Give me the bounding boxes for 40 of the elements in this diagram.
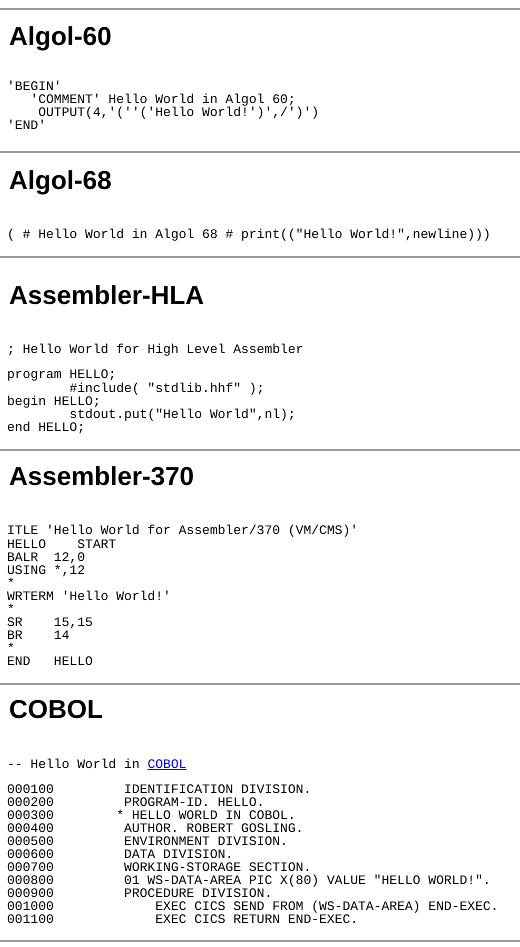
code-line: 000600 DATA DIVISION. — [7, 848, 234, 862]
code-line: 'COMMENT' Hello World in Algol 60; — [29, 93, 296, 107]
code-line: 000300 * HELLO WORLD IN COBOL. — [7, 809, 296, 823]
code-line: HELLO START — [7, 538, 116, 552]
code-line: stdout.put("Hello World",nl); — [69, 408, 296, 422]
code-line: * — [7, 577, 15, 591]
code-line: 000100 IDENTIFICATION DIVISION. — [7, 783, 312, 797]
code-line: 000700 WORKING-STORAGE SECTION. — [7, 861, 312, 875]
code-line: end HELLO; — [7, 421, 86, 435]
section-heading: Assembler-HLA — [9, 280, 204, 310]
code-line: BALR 12,0 — [7, 551, 86, 565]
section-heading: Algol-68 — [9, 165, 112, 195]
code-line: 001000 EXEC CICS SEND FROM (WS-DATA-AREA) END-EXEC. — [7, 900, 498, 914]
code-line: begin HELLO; — [7, 395, 101, 409]
code-line: 000400 AUTHOR. ROBERT GOSLING. — [7, 822, 304, 836]
code-line: 000500 ENVIRONMENT DIVISION. — [7, 835, 288, 849]
code-line: 'END' — [7, 119, 46, 133]
code-line: ITLE 'Hello World for Assembler/370 (VM/CMS)' — [7, 524, 358, 538]
code-line: #include( "stdlib.hhf" ); — [68, 382, 264, 396]
code-line: SR 15,15 — [7, 616, 93, 630]
code-line: 000900 PROCEDURE DIVISION. — [7, 887, 272, 901]
link: COBOL — [147, 757, 186, 772]
code-comment: -- Hello World in — [7, 757, 140, 772]
code-line: ( # Hello World in Algol 68 # print(("Hello World!",newline))) — [7, 228, 491, 242]
code-line: BR 14 — [7, 629, 70, 643]
code-line: ; Hello World for High Level Assembler — [7, 343, 304, 357]
code-line: * — [7, 642, 15, 656]
section-heading: COBOL — [9, 694, 103, 724]
code-line: 'BEGIN' — [7, 80, 62, 94]
code-line: OUTPUT(4,'(''('Hello World!')',/')') — [38, 106, 320, 120]
code-line: USING *,12 — [7, 564, 86, 578]
code-line: * — [7, 603, 15, 617]
code-line: END HELLO — [7, 655, 93, 669]
section-heading: Algol-60 — [9, 21, 112, 51]
code-line: 000800 01 WS-DATA-AREA PIC X(80) VALUE "HELLO WORLD!". — [7, 874, 491, 888]
code-line: program HELLO; — [7, 368, 116, 382]
code-line: 001100 EXEC CICS RETURN END-EXEC. — [7, 913, 358, 927]
code-line: WRTERM 'Hello World!' — [7, 590, 171, 604]
code-line: 000200 PROGRAM-ID. HELLO. — [7, 796, 264, 810]
section-heading: Assembler-370 — [9, 461, 194, 491]
